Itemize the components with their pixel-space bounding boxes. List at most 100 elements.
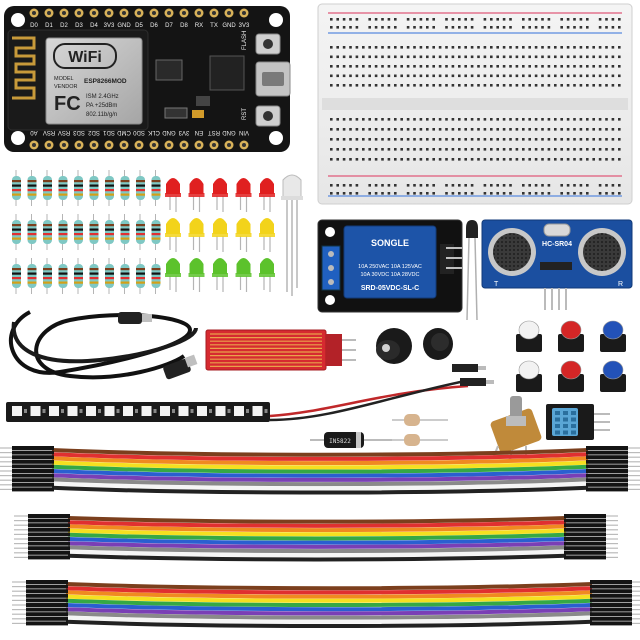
pin-label: GND xyxy=(162,129,176,135)
ribbon-wire xyxy=(67,532,567,541)
ribbon-wire xyxy=(51,452,589,461)
ribbon-wire xyxy=(51,456,589,466)
pin-label: RST xyxy=(208,129,220,135)
rf-shield xyxy=(45,37,143,125)
module-label: MODEL xyxy=(54,76,74,82)
pin-label: 3V3 xyxy=(239,23,250,29)
relay-rating-2: 10A 30VDC 10A 28VDC xyxy=(360,272,419,278)
resistor xyxy=(74,264,83,288)
pin-label: RX xyxy=(195,23,203,29)
resistor xyxy=(58,264,68,288)
header-pins-top xyxy=(29,8,249,18)
ribbon-wire xyxy=(65,590,593,599)
resistor xyxy=(27,176,37,200)
pin-label: CMD xyxy=(117,129,131,135)
strip-pixel xyxy=(123,406,133,416)
ribbon-wire xyxy=(65,615,593,624)
pin-label: SD3 xyxy=(73,129,85,135)
ribbon-wire xyxy=(51,473,589,482)
diode-smd xyxy=(164,107,188,119)
strip-pixel xyxy=(104,406,115,416)
resistor xyxy=(43,176,52,200)
temperature-sensor xyxy=(466,220,478,321)
ribbon-wire xyxy=(51,448,589,457)
resistor xyxy=(105,220,114,244)
ribbon-wire xyxy=(51,481,589,491)
led xyxy=(236,258,251,274)
ribbon-wire xyxy=(67,520,567,528)
resistor xyxy=(27,264,37,288)
resistor xyxy=(120,176,130,200)
ribbon-wire xyxy=(67,528,567,537)
pin-label: SD0 xyxy=(133,129,145,135)
ribbon-wire xyxy=(67,516,567,524)
ribbon-wire xyxy=(67,545,567,554)
rectifier-diode: IN5822 xyxy=(310,432,392,448)
ribbon-wire xyxy=(65,582,593,591)
push-button[interactable] xyxy=(516,374,542,392)
pin-label: TX xyxy=(210,23,218,29)
pin-label: CLK xyxy=(148,129,160,135)
ribbon-wire xyxy=(51,485,589,495)
resistor xyxy=(74,220,83,244)
pin-label: D4 xyxy=(90,23,98,29)
push-button[interactable] xyxy=(600,334,626,352)
resistor xyxy=(136,176,145,200)
buzzer-icon xyxy=(376,328,453,364)
pin-label: VIN xyxy=(239,129,249,135)
water-sensor-traces xyxy=(210,333,322,367)
pin-label: D6 xyxy=(150,23,158,29)
ribbon-wire xyxy=(67,549,567,558)
relay-model: SRD-05VDC-SL-C xyxy=(361,285,419,292)
ribbon-wire xyxy=(67,553,567,562)
spec-line-3: 802.11b/g/n xyxy=(86,112,117,118)
led xyxy=(236,178,251,194)
ribbon-wire xyxy=(67,524,567,533)
ultrasonic-sensor: HC-SR04 T R xyxy=(481,219,633,310)
relay-brand: SONGLE xyxy=(371,238,409,248)
pin-label: RSV xyxy=(58,129,70,135)
pin-label: GND xyxy=(222,23,236,29)
resistor xyxy=(74,176,83,200)
button-icon xyxy=(516,320,626,392)
ribbon-wire xyxy=(65,611,593,620)
led-strip-pixels xyxy=(12,406,268,416)
push-button[interactable] xyxy=(600,374,626,392)
push-button[interactable] xyxy=(558,334,584,352)
strip-pixel xyxy=(252,406,263,416)
pin-label: GND xyxy=(222,129,236,135)
resistor xyxy=(120,220,130,244)
led xyxy=(260,218,274,234)
pin-label: SD1 xyxy=(103,129,115,135)
resistor xyxy=(89,176,99,200)
resistor xyxy=(136,264,145,288)
resistor xyxy=(136,220,145,244)
resistor xyxy=(105,264,114,288)
breadboard-holes xyxy=(330,18,621,195)
resistor xyxy=(151,264,161,288)
strip-pixel xyxy=(215,406,226,416)
led xyxy=(166,178,180,194)
pin-label: D3 xyxy=(75,23,83,29)
resistor xyxy=(12,220,21,244)
voltage-regulator xyxy=(155,59,183,81)
flash-label: FLASH xyxy=(242,31,248,50)
pin-label: EN xyxy=(195,129,203,135)
potentiometer[interactable] xyxy=(490,396,543,461)
led xyxy=(189,258,204,274)
resistor-array xyxy=(12,170,161,294)
pin-label: D2 xyxy=(60,23,68,29)
push-button[interactable] xyxy=(516,334,542,352)
strip-pixel xyxy=(67,406,78,416)
ribbon-wire xyxy=(51,460,589,470)
ribbon-wire xyxy=(65,607,593,616)
resistor xyxy=(12,176,21,200)
chip-name: ESP8266MOD xyxy=(84,78,127,85)
push-button[interactable] xyxy=(558,374,584,392)
water-level-sensor xyxy=(205,329,356,371)
pin-label: A0 xyxy=(30,129,38,135)
ribbon-wire xyxy=(65,586,593,595)
